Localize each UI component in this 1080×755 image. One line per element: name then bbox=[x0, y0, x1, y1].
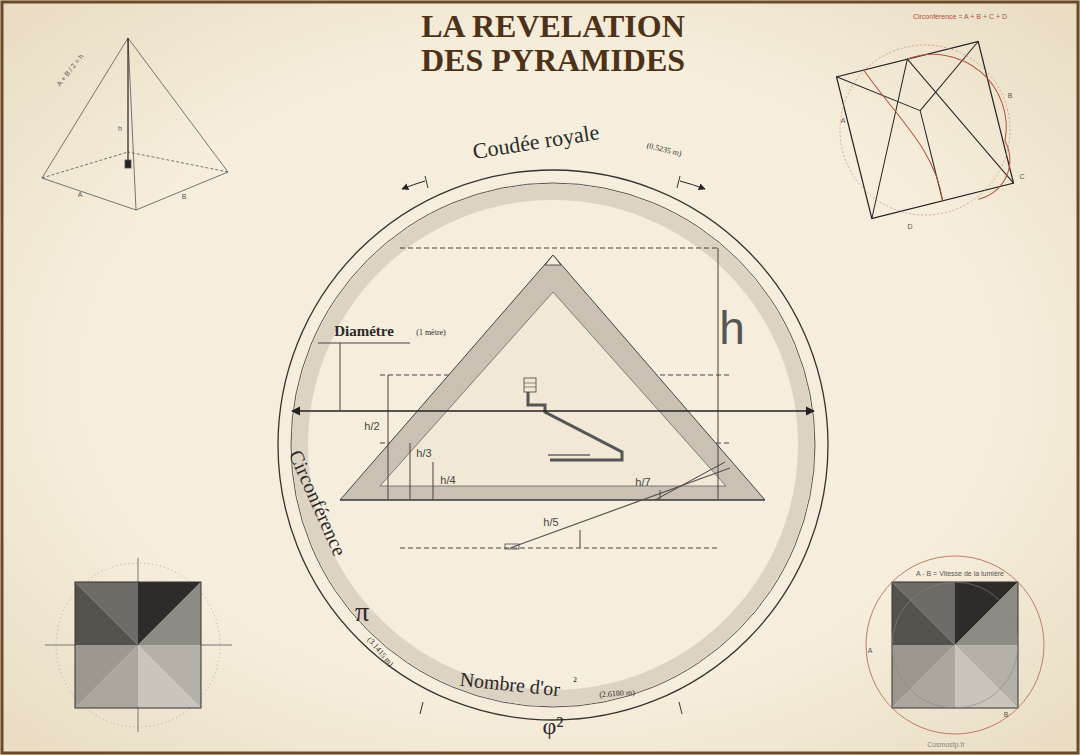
letter: B bbox=[1004, 711, 1009, 718]
dimension-lines bbox=[318, 248, 725, 548]
height-label: h bbox=[719, 305, 745, 351]
phi-symbol: φ² bbox=[542, 714, 563, 738]
circle-square bbox=[866, 556, 1044, 734]
diameter-arrow bbox=[292, 410, 814, 411]
formula: A - B = Vitesse de la lumière bbox=[916, 570, 1004, 577]
letter: B bbox=[182, 193, 187, 200]
formula: Circonférence = A + B + C + D bbox=[913, 13, 1007, 20]
main-circle bbox=[278, 170, 828, 720]
fraction-label: h/4 bbox=[440, 475, 455, 486]
pyramid bbox=[340, 255, 765, 549]
letter: B bbox=[1008, 92, 1013, 99]
fraction-label: h/7 bbox=[635, 477, 650, 488]
square-figure bbox=[822, 27, 1028, 233]
fraction-label: h/2 bbox=[364, 421, 379, 432]
letter: D bbox=[907, 223, 912, 230]
watermark: Cosmostp.fr bbox=[927, 741, 965, 748]
pi-symbol: π bbox=[355, 598, 369, 626]
letter: C bbox=[1019, 173, 1024, 180]
exponent: ² bbox=[573, 675, 577, 687]
fraction-label: h/5 bbox=[543, 517, 558, 528]
fraction-label: h/3 bbox=[416, 448, 431, 459]
diameter-label: Diamétre bbox=[334, 324, 394, 339]
letter: h bbox=[118, 125, 122, 132]
wire-pyramid bbox=[42, 38, 228, 210]
letter: A bbox=[78, 191, 83, 198]
letter: A bbox=[868, 647, 873, 654]
letter: A bbox=[841, 117, 846, 124]
diameter-value: (1 mètre) bbox=[416, 329, 446, 337]
poster-title: LA REVELATION DES PYRAMIDES bbox=[390, 10, 716, 77]
compass-square bbox=[45, 558, 232, 732]
